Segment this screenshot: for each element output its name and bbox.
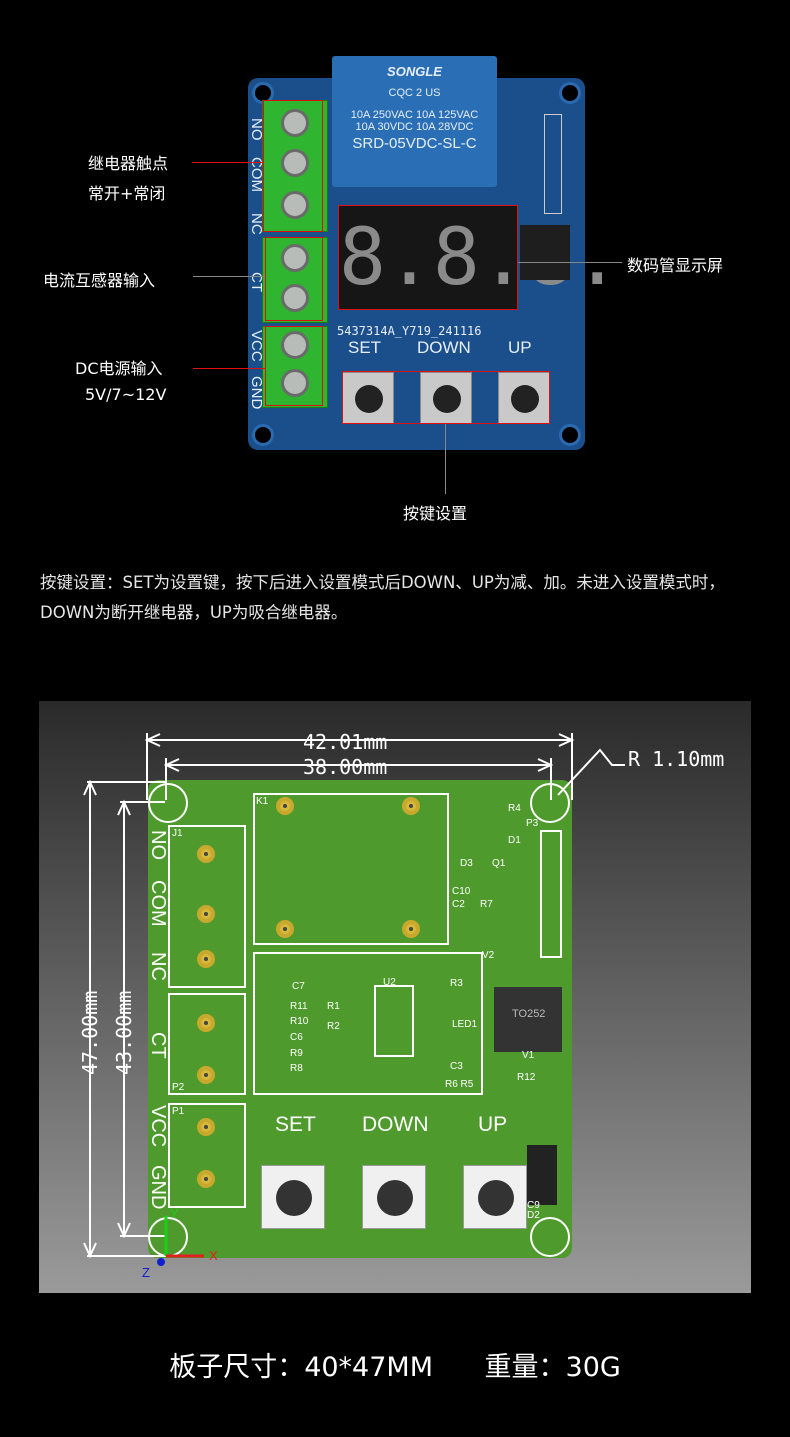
k1-outline bbox=[253, 793, 449, 945]
down-button[interactable] bbox=[420, 372, 472, 424]
digit: 8. bbox=[432, 212, 527, 303]
callout-buttons: 按键设置 bbox=[403, 504, 468, 523]
silk-down: DOWN bbox=[417, 338, 471, 357]
drawing-silk-up: UP bbox=[478, 1113, 508, 1136]
drawing-set-button bbox=[261, 1165, 325, 1229]
relay-certs: CQC 2 US bbox=[388, 87, 441, 99]
silk-ct: CT bbox=[248, 272, 265, 292]
ref-p3: P3 bbox=[526, 818, 539, 829]
j1-outline bbox=[168, 825, 246, 988]
relay-model: SRD-05VDC-SL-C bbox=[352, 135, 477, 152]
mount-hole bbox=[559, 424, 581, 446]
silk-gnd: GND bbox=[248, 376, 265, 410]
drawing-silk-com: COM bbox=[147, 880, 169, 927]
drawing-up-button bbox=[463, 1165, 527, 1229]
axis-z-label: Z bbox=[142, 1265, 150, 1280]
drawing-silk-gnd: GND bbox=[147, 1165, 169, 1210]
silk-no: NO bbox=[248, 118, 265, 141]
digit: 8. bbox=[339, 212, 433, 303]
button-description: 按键设置：SET为设置键，按下后进入设置模式后DOWN、UP为减、加。未进入设置… bbox=[40, 573, 725, 622]
p3-outline bbox=[540, 830, 562, 958]
drawing-silk-vcc: VCC bbox=[147, 1105, 169, 1148]
ref-c9: C9 bbox=[527, 1200, 540, 1211]
p1-outline bbox=[168, 1103, 246, 1208]
dim-height-outer: 47.00mm bbox=[78, 990, 102, 1075]
regulator-u1 bbox=[520, 225, 570, 280]
mount-hole bbox=[559, 82, 581, 104]
ref-r10: R10 bbox=[290, 1016, 309, 1027]
callout-dc-input: DC电源输入 bbox=[75, 359, 163, 378]
ref-r4: R4 bbox=[508, 803, 521, 814]
drawing-silk-down: DOWN bbox=[362, 1113, 429, 1136]
ref-r12: R12 bbox=[517, 1072, 536, 1083]
header-p3 bbox=[544, 114, 562, 214]
ref-to252: TO252 bbox=[512, 1008, 546, 1020]
relay-rating: 10A 30VDC 10A 28VDC bbox=[355, 121, 474, 133]
ref-d1: D1 bbox=[508, 835, 521, 846]
silk-vcc: VCC bbox=[248, 330, 265, 362]
dim-width-holes: 38.00mm bbox=[303, 755, 388, 779]
ref-c6: C6 bbox=[290, 1032, 303, 1043]
specs-footer: 板子尺寸：40*47MM 重量：30G bbox=[0, 1345, 790, 1384]
callout-relay-contacts-sub: 常开+常闭 bbox=[88, 184, 166, 203]
mount-hole bbox=[252, 424, 274, 446]
ref-r1: R1 bbox=[327, 1001, 340, 1012]
ref-c2: C2 bbox=[452, 899, 465, 910]
silk-up: UP bbox=[508, 338, 532, 357]
diode-d2 bbox=[527, 1145, 557, 1205]
ref-q1: Q1 bbox=[492, 858, 506, 869]
ref-k1: K1 bbox=[256, 796, 269, 807]
u2-chip-outline bbox=[374, 985, 414, 1057]
silk-nc: NC bbox=[248, 213, 265, 235]
drawing-down-button bbox=[362, 1165, 426, 1229]
ref-r7: R7 bbox=[480, 899, 493, 910]
drawing-silk-no: NO bbox=[147, 830, 169, 860]
ref-d3: D3 bbox=[460, 858, 473, 869]
relay: SONGLE CQC 2 US 10A 250VAC 10A 125VAC 10… bbox=[332, 56, 497, 187]
relay-brand: SONGLE bbox=[387, 64, 442, 79]
set-button[interactable] bbox=[342, 372, 394, 424]
ref-r9: R9 bbox=[290, 1048, 303, 1059]
ref-r8: R8 bbox=[290, 1063, 303, 1074]
to252-part bbox=[494, 987, 562, 1052]
ref-r6-r5: R6 R5 bbox=[445, 1079, 474, 1090]
axis-x-label: X bbox=[209, 1248, 218, 1263]
board-weight: 重量：30G bbox=[484, 1352, 621, 1383]
drawing-silk-set: SET bbox=[275, 1113, 316, 1136]
silk-set: SET bbox=[348, 338, 382, 357]
callout-dc-input-sub: 5V/7~12V bbox=[85, 385, 167, 404]
ref-u2: U2 bbox=[383, 977, 396, 988]
callout-relay-contacts: 继电器触点 bbox=[88, 154, 169, 173]
ref-c3: C3 bbox=[450, 1061, 463, 1072]
ref-j1: J1 bbox=[172, 828, 183, 839]
ref-v2: V2 bbox=[482, 950, 495, 961]
seven-segment-display: 8. 8. 8. bbox=[338, 205, 621, 310]
terminal-block-relay bbox=[262, 100, 328, 232]
ref-v1: V1 bbox=[522, 1050, 535, 1061]
dim-radius: R 1.10mm bbox=[628, 747, 725, 771]
drawing-silk-ct: CT bbox=[147, 1032, 169, 1059]
ref-r2: R2 bbox=[327, 1021, 340, 1032]
callout-display: 数码管显示屏 bbox=[627, 256, 724, 275]
ref-r3: R3 bbox=[450, 978, 463, 989]
u2-outline bbox=[253, 952, 483, 1095]
serial-number: 5437314A_Y719_241116 bbox=[337, 324, 482, 338]
ref-c7: C7 bbox=[292, 981, 305, 992]
dim-width-outer: 42.01mm bbox=[303, 730, 388, 754]
p2-outline bbox=[168, 993, 246, 1095]
ref-c10: C10 bbox=[452, 886, 471, 897]
ref-led1: LED1 bbox=[452, 1019, 478, 1030]
ref-p2: P2 bbox=[172, 1082, 185, 1093]
silk-com: COM bbox=[248, 157, 265, 192]
dim-height-holes: 43.00mm bbox=[112, 990, 136, 1075]
ref-d2: D2 bbox=[527, 1210, 540, 1221]
board-size: 板子尺寸：40*47MM bbox=[169, 1352, 434, 1383]
axis-y-label: Y bbox=[170, 1206, 179, 1221]
ref-p1: P1 bbox=[172, 1106, 185, 1117]
ref-r11: R11 bbox=[290, 1001, 308, 1012]
drawing-silk-nc: NC bbox=[147, 952, 169, 981]
terminal-block-power bbox=[262, 326, 328, 408]
relay-rating: 10A 250VAC 10A 125VAC bbox=[350, 109, 479, 121]
callout-ct-input: 电流互感器输入 bbox=[43, 271, 156, 290]
